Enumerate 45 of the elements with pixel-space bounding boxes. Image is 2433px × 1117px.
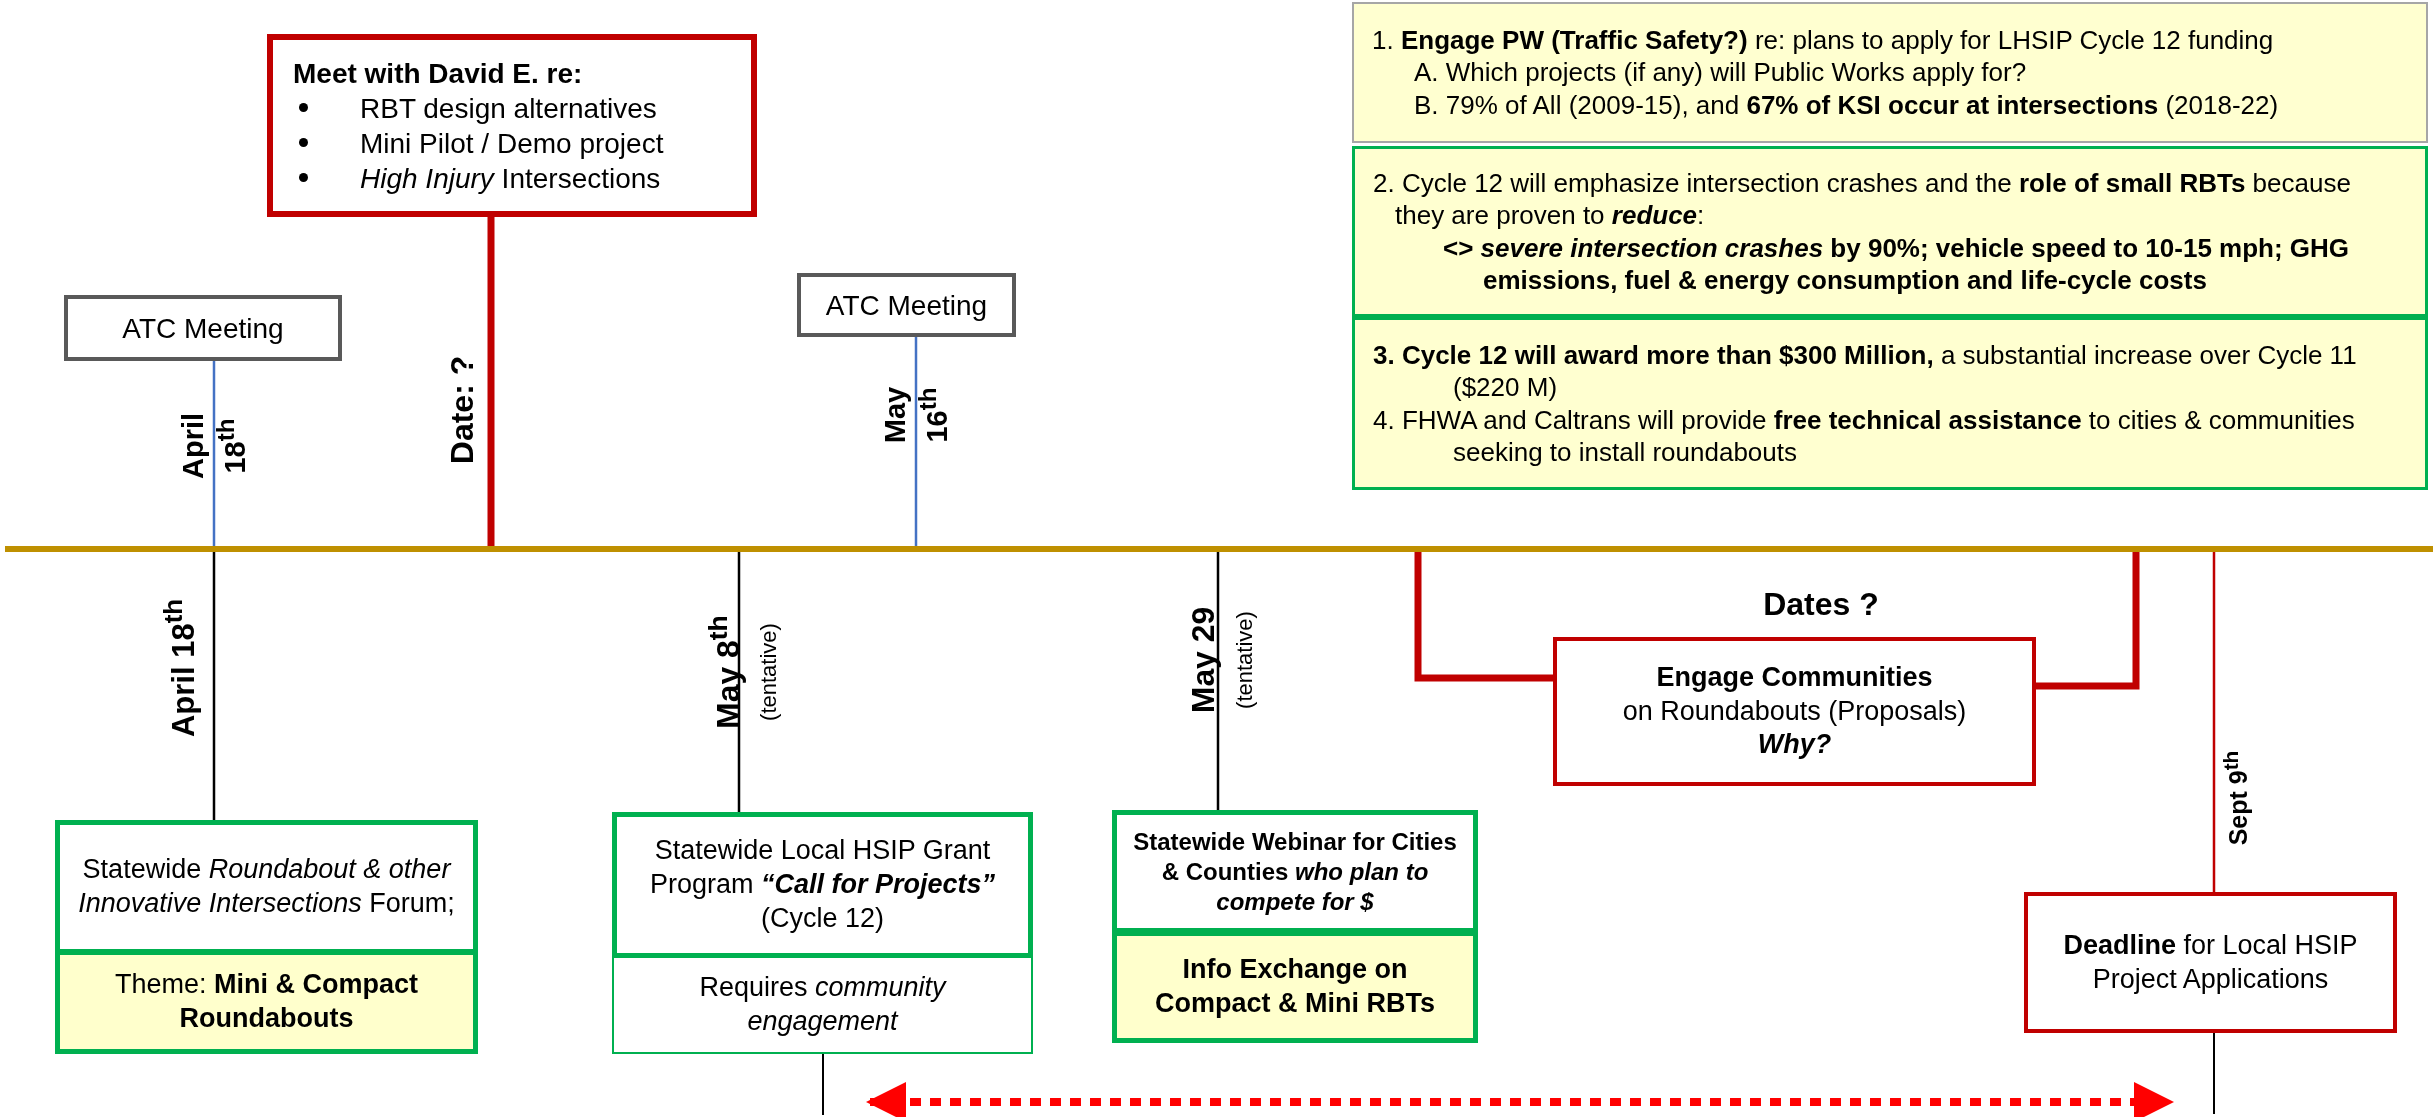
box-text: Info Exchange on Compact & Mini RBTs [1154, 953, 1436, 1020]
date-label: Date: ? [442, 355, 481, 465]
timeline-connector [737, 552, 741, 812]
note-panel [1352, 2, 2428, 143]
box-text: Requires community engagement [698, 971, 948, 1038]
timeline-connector [212, 552, 216, 820]
note-panel [1352, 146, 2428, 317]
box-text: 3. Cycle 12 will award more than $300 Million, a substantial increase over Cycle 11 ($220 M) [1373, 338, 2358, 404]
list-item: High Injury Intersections [360, 161, 661, 196]
box-heading: Engage Communities [1655, 660, 1934, 694]
timeline-connector [2212, 552, 2216, 892]
deadline-box [2024, 892, 2397, 1033]
meeting-box [797, 273, 1016, 337]
note-panel [1352, 317, 2428, 490]
box-text: A. Which projects (if any) will Public Works apply for? [1413, 56, 2028, 89]
timeline-bar [5, 546, 2433, 552]
box-text: on Roundabouts (Proposals) [1621, 694, 1968, 728]
timeline-connector [212, 361, 216, 546]
box-text: Statewide Webinar for Cities & Counties who plan to compete for $ [1132, 826, 1458, 917]
note-box [612, 956, 1033, 1054]
meeting-box [267, 34, 757, 217]
box-text: 1. Engage PW (Traffic Safety?) re: plans to apply for LHSIP Cycle 12 funding [1372, 23, 2275, 57]
box-text: ATC Meeting [824, 288, 989, 323]
box-text: 2. Cycle 12 will emphasize intersection crashes and the role of small RBTs because they are proven to reduce: [1373, 166, 2352, 232]
box-text: Theme: Mini & Compact Roundabouts [113, 968, 420, 1035]
list-item: Mini Pilot / Demo project [360, 126, 664, 161]
timeline-connector [914, 337, 918, 546]
box-text: ATC Meeting [121, 311, 285, 346]
event-box [1112, 810, 1478, 933]
box-heading: Meet with David E. re: [293, 56, 584, 91]
list-item: RBT design alternatives [360, 91, 657, 126]
box-text: Deadline for Local HSIP Project Applications [2062, 928, 2359, 996]
theme-box [1112, 931, 1478, 1043]
box-text: 4. FHWA and Caltrans will provide free technical assistance to cities & communities seeking to install roundabouts [1373, 403, 2356, 469]
box-text: Why? [1756, 728, 1833, 762]
box-text: B. 79% of All (2009-15), and 67% of KSI occur at intersections (2018-22) [1413, 88, 2280, 122]
engagement-box [1553, 637, 2036, 786]
timeline-connector [1216, 552, 1220, 810]
meeting-box [64, 295, 342, 361]
box-text: <> severe intersection crashes by 90%; vehicle speed to 10-15 mph; GHG emissions, fuel & energy consumption and life-cycle costs [1442, 231, 2351, 297]
box-text: Statewide Local HSIP Grant Program “Call for Projects” (Cycle 12) [648, 834, 997, 935]
box-caption: Dates ? [1763, 585, 1879, 623]
event-box [612, 812, 1033, 958]
box-text: Statewide Roundabout & other Innovative Intersections Forum; [77, 853, 456, 920]
date-label: May 29 (tentative) [1183, 605, 1258, 716]
